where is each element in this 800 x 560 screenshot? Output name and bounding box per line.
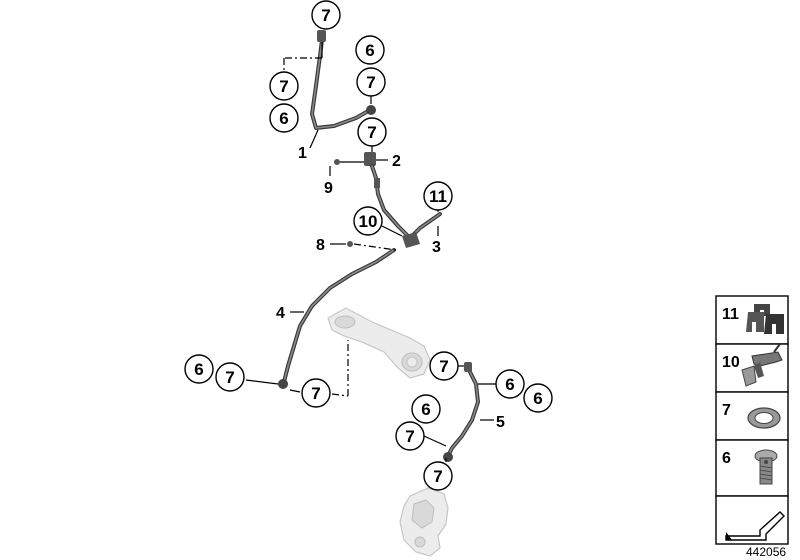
hose-1: [310, 30, 376, 130]
callout: 6: [411, 394, 441, 424]
svg-text:7: 7: [405, 427, 414, 446]
banjo-fitting-icon: [443, 452, 453, 462]
legend-number-10: 10: [722, 354, 740, 371]
label-distributor-3: 3: [432, 239, 441, 256]
callout: 6: [184, 354, 214, 384]
callout: 7: [215, 362, 245, 392]
svg-text:11: 11: [429, 187, 447, 206]
callout: 7: [423, 461, 453, 491]
callout: 7: [269, 71, 299, 101]
banjo-fitting-icon: [366, 105, 376, 115]
sealing-ring-icon: [747, 407, 781, 429]
clip-2: [364, 152, 412, 240]
legend-panel: 11 10 7 6: [715, 295, 789, 545]
legend-number-6: 6: [722, 450, 731, 467]
label-clip-2: 2: [392, 153, 401, 170]
callout: 7: [429, 351, 459, 381]
label-screw-8: 8: [316, 237, 325, 254]
legend-number-7: 7: [722, 402, 731, 419]
screw-9: [334, 159, 364, 165]
svg-text:7: 7: [311, 384, 320, 403]
svg-text:7: 7: [367, 123, 376, 142]
triple-clamp-ghost: [327, 307, 431, 379]
callout: 11: [423, 181, 453, 211]
svg-text:7: 7: [279, 77, 288, 96]
banjo-fitting-icon: [317, 30, 326, 42]
brake-caliper-ghost: [399, 487, 449, 557]
svg-text:10: 10: [359, 212, 378, 231]
svg-text:6: 6: [533, 389, 542, 408]
bracket-clip-icon: [741, 343, 783, 387]
banjo-bolt-icon: [754, 449, 778, 485]
callout: 7: [395, 421, 425, 451]
svg-text:7: 7: [433, 467, 442, 486]
rubber-grommet-icon: [746, 304, 784, 334]
callout: 10: [353, 206, 383, 236]
callout: 6: [523, 383, 553, 413]
svg-text:6: 6: [194, 360, 203, 379]
label-hose-1: 1: [298, 145, 307, 162]
direction-arrow-icon: [725, 511, 785, 541]
svg-text:7: 7: [321, 6, 330, 25]
label-hose-4: 4: [276, 305, 285, 322]
callout: 7: [356, 67, 386, 97]
svg-text:6: 6: [505, 375, 514, 394]
diagram-number: 442056: [746, 545, 786, 559]
svg-text:6: 6: [365, 41, 374, 60]
callout: 6: [495, 369, 525, 399]
leader-lines: [245, 42, 496, 462]
callout: 7: [357, 117, 387, 147]
svg-text:7: 7: [225, 368, 234, 387]
hose-4: [278, 248, 396, 389]
svg-text:6: 6: [279, 109, 288, 128]
banjo-fitting-icon: [464, 362, 472, 372]
banjo-fitting-icon: [278, 379, 288, 389]
screw-8: [347, 241, 397, 251]
distributor-3: [402, 212, 442, 248]
label-screw-9: 9: [324, 180, 333, 197]
label-hose-5: 5: [496, 414, 505, 431]
svg-text:7: 7: [439, 357, 448, 376]
callout: 7: [311, 0, 341, 30]
legend-number-11: 11: [722, 306, 739, 323]
callout: 7: [301, 378, 331, 408]
svg-text:6: 6: [421, 400, 430, 419]
svg-text:7: 7: [366, 73, 375, 92]
callout: 6: [355, 35, 385, 65]
callout: 6: [269, 103, 299, 133]
